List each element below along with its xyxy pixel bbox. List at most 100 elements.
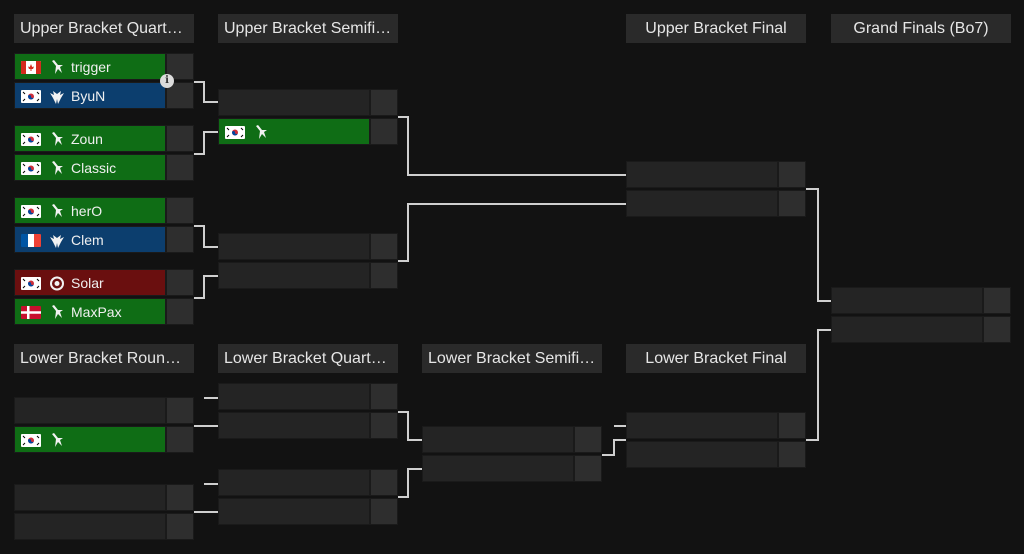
score-box	[778, 441, 806, 468]
score-box	[166, 53, 194, 80]
player-slot[interactable]	[14, 426, 166, 453]
score-box	[983, 287, 1011, 314]
protoss-race-icon	[52, 305, 63, 319]
player-slot[interactable]: trigger	[14, 53, 166, 80]
player-slot-empty[interactable]	[14, 513, 166, 540]
flag-south-korea-icon	[21, 90, 41, 103]
header-grand-finals: Grand Finals (Bo7)	[831, 14, 1011, 43]
player-slot-empty[interactable]	[218, 383, 370, 410]
protoss-race-icon	[52, 132, 63, 146]
match-grand-final[interactable]	[831, 287, 1011, 343]
score-box	[166, 269, 194, 296]
terran-race-icon	[50, 235, 64, 248]
terran-race-icon	[50, 91, 64, 104]
player-slot[interactable]: Solar	[14, 269, 166, 296]
header-lower-bracket-quarterfinals: Lower Bracket Quart…	[218, 344, 398, 373]
player-slot-empty[interactable]	[626, 412, 778, 439]
protoss-race-icon	[256, 125, 267, 139]
player-slot-empty[interactable]	[422, 455, 574, 482]
flag-canada-icon	[21, 61, 41, 74]
flag-south-korea-icon	[21, 277, 41, 290]
header-upper-bracket-final: Upper Bracket Final	[626, 14, 806, 43]
flag-south-korea-icon	[21, 205, 41, 218]
player-slot-empty[interactable]	[626, 161, 778, 188]
match-lbr1-2[interactable]	[14, 484, 194, 540]
score-box	[574, 455, 602, 482]
player-slot-empty[interactable]	[626, 441, 778, 468]
player-slot-empty[interactable]	[218, 412, 370, 439]
flag-south-korea-icon	[21, 434, 41, 447]
score-box	[370, 262, 398, 289]
player-slot-empty[interactable]	[218, 469, 370, 496]
player-name: MaxPax	[71, 304, 122, 320]
score-box	[166, 426, 194, 453]
score-box	[778, 161, 806, 188]
info-icon[interactable]: i	[160, 74, 174, 88]
score-box	[166, 197, 194, 224]
match-ub-final[interactable]	[626, 161, 806, 217]
player-slot-empty[interactable]	[14, 397, 166, 424]
player-slot[interactable]: MaxPax	[14, 298, 166, 325]
flag-south-korea-icon	[21, 162, 41, 175]
player-slot-empty[interactable]	[218, 89, 370, 116]
score-box	[574, 426, 602, 453]
score-box	[166, 154, 194, 181]
score-box	[370, 233, 398, 260]
player-slot[interactable]: Zoun	[14, 125, 166, 152]
score-box	[370, 118, 398, 145]
player-slot-empty[interactable]	[422, 426, 574, 453]
match-ubqf-1[interactable]: trigger ByuN i	[14, 53, 194, 109]
match-ubsf-1[interactable]	[218, 89, 398, 145]
player-slot-empty[interactable]	[14, 484, 166, 511]
match-ubsf-2[interactable]	[218, 233, 398, 289]
match-lb-final[interactable]	[626, 412, 806, 468]
match-lbqf-1[interactable]	[218, 383, 398, 439]
player-slot-empty[interactable]	[218, 262, 370, 289]
score-box	[370, 383, 398, 410]
player-slot[interactable]: Clem	[14, 226, 166, 253]
match-lbr1-1[interactable]	[14, 397, 194, 453]
player-slot[interactable]: ByuN	[14, 82, 166, 109]
player-slot[interactable]: herO	[14, 197, 166, 224]
protoss-race-icon	[52, 433, 63, 447]
player-slot-empty[interactable]	[831, 287, 983, 314]
match-ubqf-4[interactable]: Solar MaxPax	[14, 269, 194, 325]
flag-south-korea-icon	[21, 133, 41, 146]
player-name: Clem	[71, 232, 104, 248]
player-slot[interactable]: Classic	[14, 154, 166, 181]
player-name: Solar	[71, 275, 104, 291]
score-box	[166, 226, 194, 253]
player-slot-empty[interactable]	[626, 190, 778, 217]
match-ubqf-2[interactable]: Zoun Classic	[14, 125, 194, 181]
player-name: herO	[71, 203, 103, 219]
match-lbqf-2[interactable]	[218, 469, 398, 525]
zerg-race-icon	[50, 276, 64, 291]
flag-denmark-icon	[21, 306, 41, 319]
player-name: trigger	[71, 59, 111, 75]
player-slot-empty[interactable]	[831, 316, 983, 343]
match-ubqf-3[interactable]: herO Clem	[14, 197, 194, 253]
player-name: Classic	[71, 160, 117, 176]
score-box	[166, 298, 194, 325]
score-box	[370, 89, 398, 116]
player-slot[interactable]	[218, 118, 370, 145]
score-box	[166, 125, 194, 152]
match-lbsf[interactable]	[422, 426, 602, 482]
player-slot-empty[interactable]	[218, 498, 370, 525]
flag-south-korea-icon	[225, 126, 245, 139]
player-name: Zoun	[71, 131, 103, 147]
protoss-race-icon	[52, 204, 63, 218]
score-box	[778, 190, 806, 217]
header-lower-bracket-semifinals: Lower Bracket Semifi…	[422, 344, 602, 373]
player-slot-empty[interactable]	[218, 233, 370, 260]
protoss-race-icon	[52, 60, 63, 74]
score-box	[370, 498, 398, 525]
header-upper-bracket-semifinals: Upper Bracket Semifi…	[218, 14, 398, 43]
score-box	[166, 513, 194, 540]
header-lower-bracket-round-1: Lower Bracket Round…	[14, 344, 194, 373]
protoss-race-icon	[52, 161, 63, 175]
header-lower-bracket-final: Lower Bracket Final	[626, 344, 806, 373]
score-box	[370, 412, 398, 439]
